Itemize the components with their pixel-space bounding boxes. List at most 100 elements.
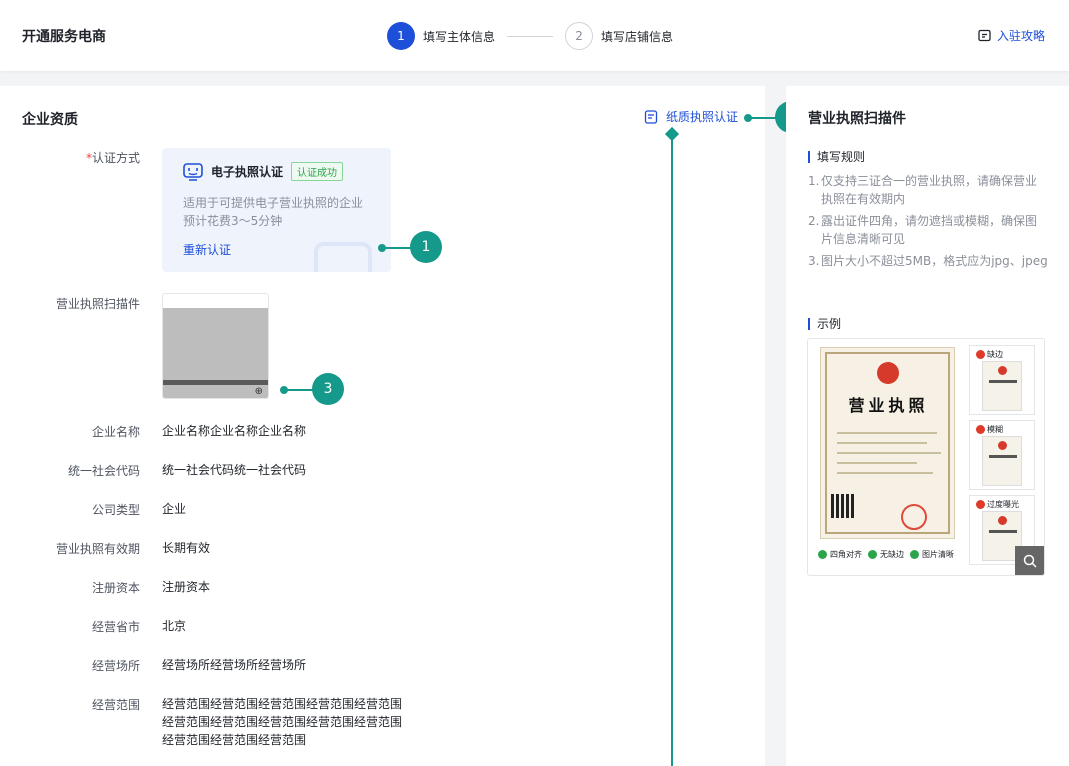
annotation-vertical-line [671, 137, 673, 766]
bad-example-tag: 过度曝光 [976, 499, 1019, 510]
annotation-2-line [748, 117, 778, 119]
license-text-line [837, 432, 937, 434]
check-icon [818, 550, 827, 559]
license-text-line [837, 472, 933, 474]
scope-value: 经营范围经营范围经营范围经营范围经营范围 经营范围经营范围经营范围经营范围经营范… [162, 695, 402, 749]
rule-item: 3.图片大小不超过5MB，格式应为jpg、jpeg [808, 252, 1048, 270]
scope-line: 经营范围经营范围经营范围 [162, 733, 307, 747]
rule-text: 图片大小不超过5MB，格式应为jpg、jpeg [821, 254, 1048, 268]
license-text-line [837, 462, 917, 464]
magnifier-icon [1023, 554, 1037, 568]
field-value: 经营场所经营场所经营场所 [162, 658, 307, 672]
license-frame [825, 352, 950, 534]
check-item: 无缺边 [868, 549, 904, 560]
bad-example-doc [982, 361, 1022, 411]
section-title: 企业资质 [22, 112, 78, 128]
field-label: 企业名称 [91, 425, 140, 439]
license-scan-thumbnail[interactable]: ⊕ [162, 293, 269, 399]
error-icon [976, 350, 985, 359]
license-sample: 营业执照 [820, 347, 955, 539]
field-label: 经营省市 [91, 620, 140, 634]
side-guide-panel: 营业执照扫描件 填写规则 1.仅支持三证合一的营业执照，请确保营业执照在有效期内… [786, 86, 1069, 766]
license-heading: 营业执照 [848, 396, 929, 415]
annotation-1-marker: 1 [410, 231, 442, 263]
guide-book-icon [978, 29, 991, 42]
example-image-box[interactable]: 营业执照 四角对齐 无缺边 图片清晰 缺边 模糊 过度曝光 [807, 338, 1045, 576]
bad-example-doc [982, 436, 1022, 486]
document-icon [644, 109, 658, 124]
rule-number: 1. [808, 174, 820, 188]
check-item: 四角对齐 [818, 549, 862, 560]
good-checks: 四角对齐 无缺边 图片清晰 [818, 549, 960, 560]
e-license-auth-card[interactable]: 电子执照认证 认证成功 适用于可提供电子营业执照的企业 预计花费3～5分钟 重新… [162, 148, 391, 272]
auth-success-badge: 认证成功 [291, 162, 344, 181]
top-header: 开通服务电商 1 填写主体信息 2 填写店铺信息 入驻攻略 [0, 0, 1069, 71]
field-value: 注册资本 [162, 580, 211, 594]
side-title: 营业执照扫描件 [808, 111, 906, 127]
field-label: 经营场所 [91, 659, 140, 673]
field-value: 北京 [162, 619, 187, 633]
bad-example: 缺边 [969, 345, 1035, 415]
field-value: 企业 [162, 502, 187, 516]
check-icon [910, 550, 919, 559]
bad-example-doc [982, 511, 1022, 561]
bad-example-tag: 模糊 [976, 424, 1003, 435]
zoom-icon[interactable]: ⊕ [254, 386, 263, 397]
license-text-line [837, 452, 941, 454]
guide-label: 入驻攻略 [996, 29, 1045, 43]
rules-title: 填写规则 [808, 148, 865, 165]
rule-text: 露出证件四角，请勿遮挡或模糊，确保图片信息清晰可见 [821, 214, 1038, 246]
step-2-label: 填写店铺信息 [601, 29, 674, 44]
field-value: 企业名称企业名称企业名称 [162, 424, 307, 438]
error-icon [976, 425, 985, 434]
rule-item: 2.露出证件四角，请勿遮挡或模糊，确保图片信息清晰可见 [808, 212, 1048, 248]
rule-number: 3. [808, 254, 820, 268]
scope-line: 经营范围经营范围经营范围经营范围经营范围 [162, 697, 403, 711]
rule-item: 1.仅支持三证合一的营业执照，请确保营业执照在有效期内 [808, 172, 1048, 208]
check-icon [868, 550, 877, 559]
annotation-1-line [382, 247, 412, 249]
field-label: 营业执照有效期 [55, 542, 140, 556]
field-label: 注册资本 [91, 581, 140, 595]
step-1-circle[interactable]: 1 [387, 22, 415, 50]
step-1-label: 填写主体信息 [423, 29, 496, 44]
bad-example-label: 过度曝光 [987, 500, 1019, 509]
step-2-circle[interactable]: 2 [565, 22, 594, 50]
guide-link[interactable]: 入驻攻略 [978, 27, 1045, 44]
scan-label: 营业执照扫描件 [55, 297, 140, 311]
annotation-3-marker: 3 [312, 373, 344, 405]
qr-code-icon [831, 494, 855, 518]
rules-list: 1.仅支持三证合一的营业执照，请确保营业执照在有效期内 2.露出证件四角，请勿遮… [808, 172, 1048, 274]
bad-example-label: 缺边 [987, 350, 1003, 359]
auth-method-label: *认证方式 [0, 149, 140, 166]
e-license-icon [183, 162, 203, 181]
check-label: 四角对齐 [830, 550, 862, 559]
auth-desc-line-2: 预计花费3～5分钟 [183, 214, 283, 228]
check-label: 图片清晰 [922, 550, 954, 559]
paper-license-auth-link[interactable]: 纸质执照认证 [644, 108, 738, 125]
paper-license-auth-label: 纸质执照认证 [666, 110, 739, 124]
license-text-line [837, 442, 927, 444]
scan-image [163, 308, 268, 380]
auth-desc-line-1: 适用于可提供电子营业执照的企业 [183, 196, 364, 210]
reauth-link[interactable]: 重新认证 [183, 243, 232, 257]
auth-method-label-text: 认证方式 [91, 151, 140, 165]
scan-image-bar [163, 380, 268, 385]
field-label: 统一社会代码 [67, 464, 140, 478]
check-item: 图片清晰 [910, 549, 954, 560]
page-title: 开通服务电商 [22, 29, 106, 45]
qualification-panel: 企业资质 纸质执照认证 *认证方式 电子执照认证 认证成功 适用于可提供电子营业… [0, 86, 765, 766]
example-title: 示例 [808, 315, 841, 332]
magnify-button[interactable] [1015, 546, 1044, 575]
error-icon [976, 500, 985, 509]
auth-card-desc: 适用于可提供电子营业执照的企业 预计花费3～5分钟 [183, 194, 383, 230]
bad-example-tag: 缺边 [976, 349, 1003, 360]
stepper: 1 填写主体信息 2 填写店铺信息 [387, 22, 673, 50]
required-mark: * [85, 151, 92, 165]
annotation-3-line [284, 389, 314, 391]
card-watermark-icon [314, 242, 372, 272]
auth-card-title: 电子执照认证 [211, 165, 284, 179]
check-label: 无缺边 [880, 550, 904, 559]
bad-example-label: 模糊 [987, 425, 1003, 434]
field-label: 公司类型 [91, 503, 140, 517]
